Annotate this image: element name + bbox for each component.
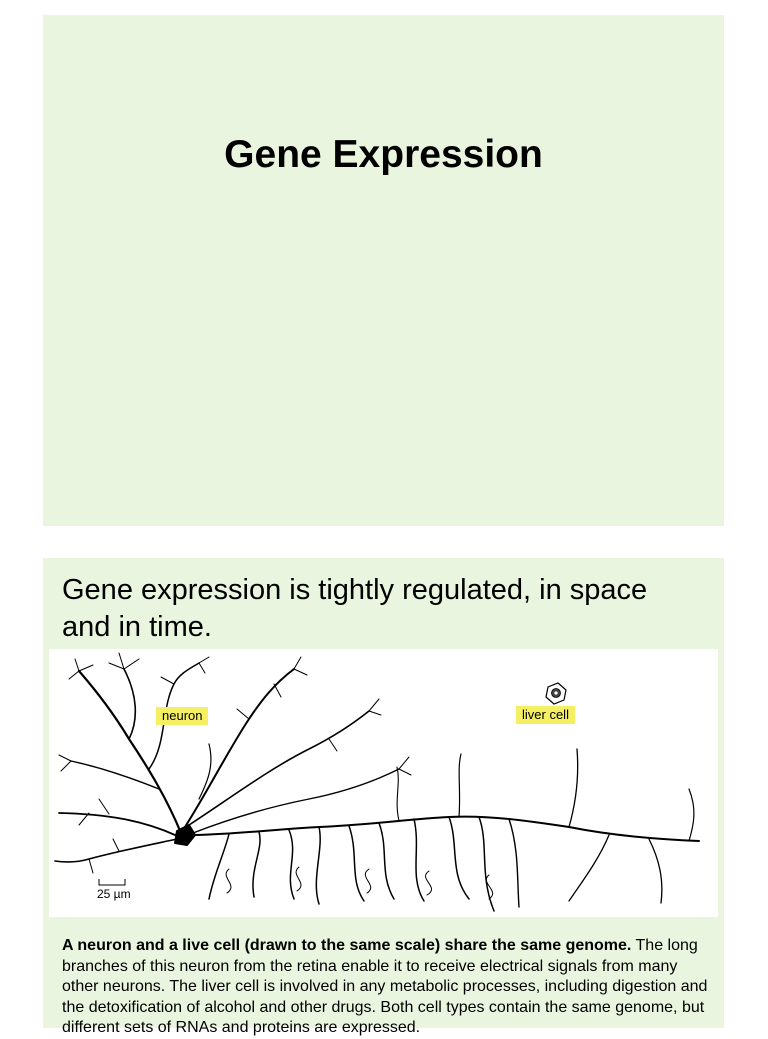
- liver-cell-label: liver cell: [516, 706, 575, 724]
- figure-caption: A neuron and a live cell (drawn to the s…: [62, 936, 712, 1039]
- scale-bar: [98, 879, 126, 886]
- neuron-drawing: [54, 652, 700, 912]
- liver-cell-icon: [545, 682, 567, 705]
- neuron-liver-figure: neuron liver cell 25 µm: [49, 649, 718, 917]
- caption-bold-sentence: A neuron and a live cell (drawn to the s…: [62, 937, 632, 954]
- content-slide: Gene expression is tightly regulated, in…: [43, 558, 724, 1036]
- neuron-label: neuron: [156, 707, 209, 725]
- slide-title: Gene Expression: [224, 133, 543, 176]
- title-slide: Gene Expression: [43, 15, 724, 526]
- slide-heading: Gene expression is tightly regulated, in…: [62, 574, 648, 643]
- scale-bar-label: 25 µm: [97, 887, 131, 901]
